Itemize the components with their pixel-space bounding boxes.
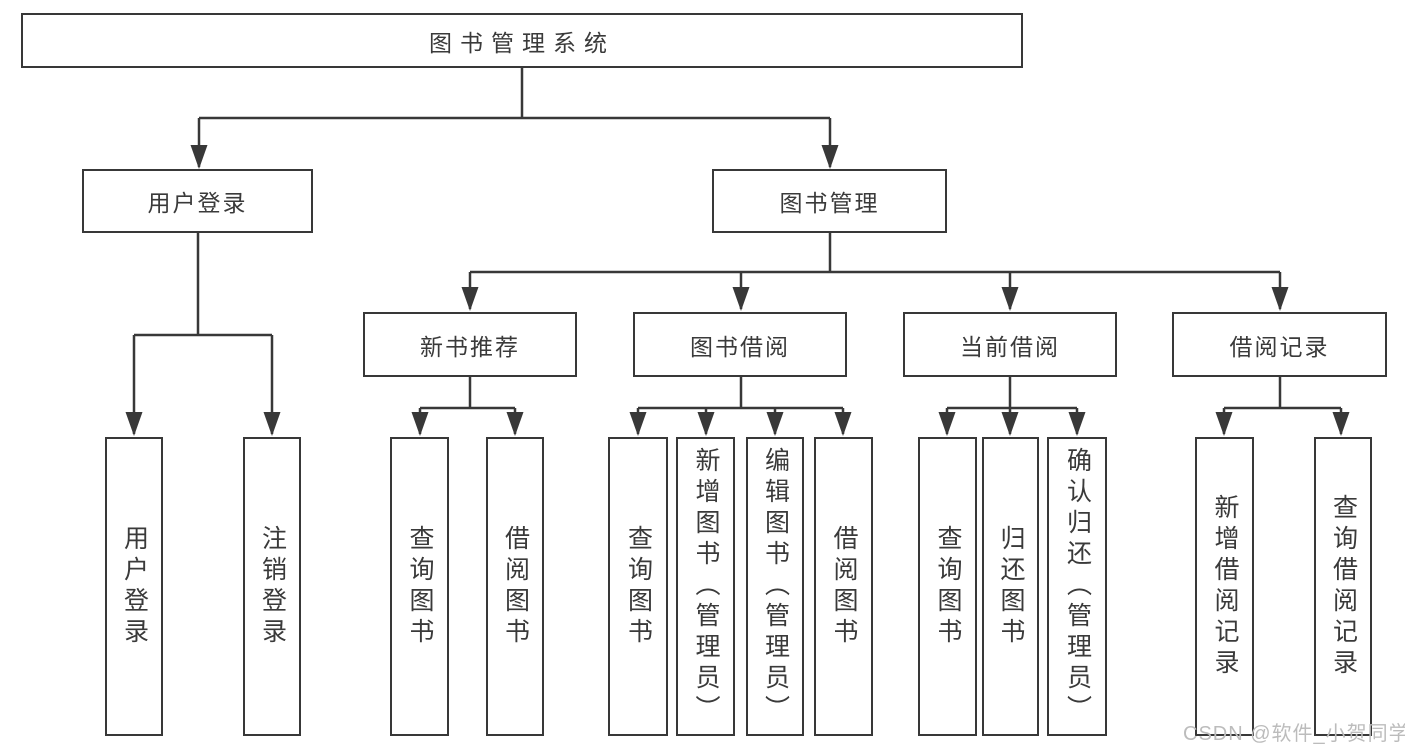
connector-user-login-branch — [134, 233, 272, 337]
connector-new-book-recommend-branch — [420, 376, 515, 410]
node-label: 借阅记录 — [1229, 333, 1330, 360]
node-label: 确认归还（管理员） — [1063, 447, 1092, 726]
node-book-management: 图书管理 — [712, 169, 947, 233]
node-library-system: 图书管理系统 — [21, 13, 1023, 68]
leaf-query-borrow-record: 查询借阅记录 — [1314, 437, 1372, 736]
node-label: 查询图书 — [934, 524, 962, 649]
leaf-query-books-current: 查询图书 — [918, 437, 977, 736]
node-label: 查询借阅记录 — [1329, 493, 1358, 680]
leaf-return-books: 归还图书 — [982, 437, 1039, 736]
node-label: 查询图书 — [624, 524, 653, 649]
leaf-user-login: 用户登录 — [105, 437, 163, 736]
leaf-query-books-recommend: 查询图书 — [390, 437, 449, 736]
leaf-add-borrow-record: 新增借阅记录 — [1195, 437, 1254, 736]
node-label: 编辑图书（管理员） — [761, 447, 790, 726]
connector-root-branch — [199, 68, 830, 120]
node-label: 用户登录 — [147, 190, 248, 216]
node-label: 借阅图书 — [830, 524, 858, 649]
node-label: 注销登录 — [258, 524, 287, 649]
node-label: 用户登录 — [120, 524, 149, 649]
connector-book-borrowing-branch — [638, 376, 843, 410]
node-label: 借阅图书 — [501, 524, 530, 649]
connector-current-borrowing-branch — [947, 376, 1077, 410]
node-label: 当前借阅 — [960, 333, 1060, 360]
leaf-add-books-admin: 新增图书（管理员） — [676, 437, 735, 736]
connector-book-management-branch — [470, 233, 1280, 274]
node-label: 归还图书 — [997, 524, 1025, 649]
node-label: 图书管理 — [779, 190, 880, 216]
node-label: 新书推荐 — [420, 333, 520, 360]
node-label: 新增借阅记录 — [1211, 493, 1239, 680]
leaf-query-books-borrowing: 查询图书 — [608, 437, 668, 736]
node-label: 图书借阅 — [690, 333, 790, 360]
leaf-borrow-books-recommend: 借阅图书 — [486, 437, 544, 736]
connector-borrowing-records-branch — [1224, 376, 1341, 410]
node-user-login: 用户登录 — [82, 169, 313, 233]
node-new-book-recommend: 新书推荐 — [363, 312, 577, 377]
node-current-borrowing: 当前借阅 — [903, 312, 1117, 377]
node-label: 查询图书 — [406, 524, 434, 649]
node-book-borrowing: 图书借阅 — [633, 312, 847, 377]
leaf-edit-books-admin: 编辑图书（管理员） — [746, 437, 804, 736]
node-borrowing-records: 借阅记录 — [1172, 312, 1387, 377]
csdn-watermark: CSDN @软件_小贺同学 — [1183, 723, 1405, 745]
node-label: 图书管理系统 — [429, 29, 615, 56]
leaf-confirm-return-admin: 确认归还（管理员） — [1047, 437, 1107, 736]
node-label: 新增图书（管理员） — [692, 447, 720, 726]
leaf-borrow-books-borrowing: 借阅图书 — [814, 437, 873, 736]
leaf-logout: 注销登录 — [243, 437, 301, 736]
